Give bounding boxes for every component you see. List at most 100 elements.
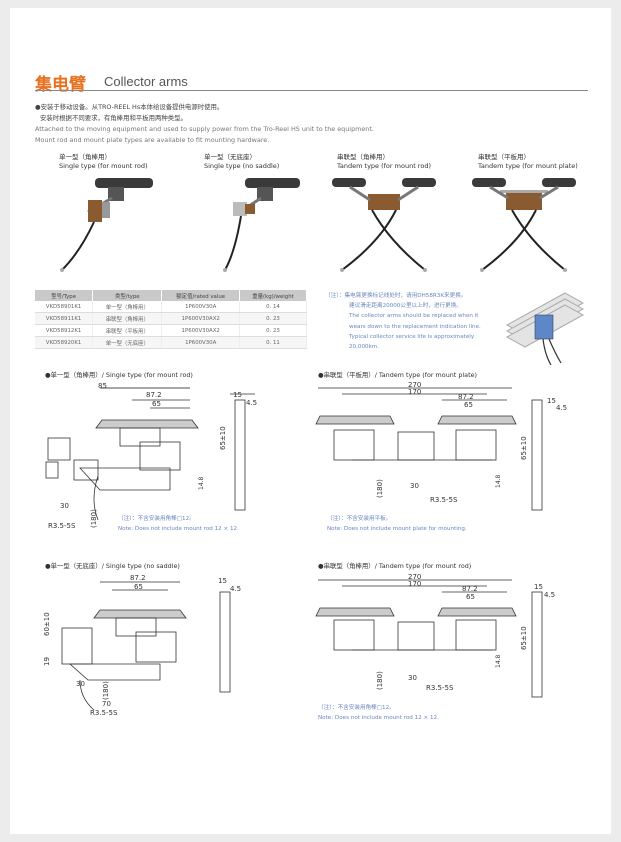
table-cell: 0. 14 <box>239 301 308 313</box>
dim-65: 65 <box>464 401 473 409</box>
table-cell: 1P600V30A <box>161 301 240 313</box>
dim-87-2: 87.2 <box>130 574 146 582</box>
table-cell: VKD58920K1 <box>35 336 94 349</box>
dim-65-10: 65±10 <box>219 426 227 450</box>
table-row: VKD58901K1 单一型（角棒用） 1P600V30A 0. 14 <box>35 301 308 313</box>
drawing-tandem-plate: 270 170 87.2 65 15 4.5 65±10 14.8 30 (18… <box>315 381 567 511</box>
note-zh: （注）：不含安装用角棒□12。 <box>318 705 395 711</box>
table-cell: VKD58901K1 <box>35 301 94 313</box>
caption-zh: 串联型（平板用） <box>478 153 530 161</box>
product-photo-single-rod <box>60 178 153 272</box>
dim-4-5: 4.5 <box>246 399 257 407</box>
drawing-single-rod: 85 87.2 65 15 4.5 65±10 14.8 30 (180) R3… <box>45 382 257 530</box>
dim-60-10: 60±10 <box>43 612 51 636</box>
dim-14-8: 14.8 <box>495 654 502 668</box>
col-header: 类型/type <box>92 290 163 301</box>
drawing-title-3: ●单一型（无底座）/ Single type (no saddle) <box>45 562 180 570</box>
dim-180: (180) <box>376 479 384 498</box>
drawing-note-2: （注）：不含安装用平板。 Note: Does not include moun… <box>327 514 467 534</box>
intro-text: ●安装于移动设备。从TRO-REEL Hs本体给设备提供电源时使用。 安装时根据… <box>35 102 585 146</box>
table-cell: 1P600V30AX2 <box>161 312 240 325</box>
note-zh: （注）：不含安装用平板。 <box>327 516 392 522</box>
dim-65: 65 <box>134 583 143 591</box>
dim-170: 170 <box>408 580 421 588</box>
dim-65-10: 65±10 <box>520 626 528 650</box>
dim-r3-5: R3.5-5S <box>48 522 76 530</box>
dim-65: 65 <box>466 593 475 601</box>
intro-line-2: 安装时根据不同要求，有角棒用和平板用两种类型。 <box>40 114 187 122</box>
product-photo-single-nosaddle <box>223 178 300 272</box>
dim-270: 270 <box>408 573 421 581</box>
dim-180: (180) <box>90 509 98 528</box>
table-header-row: 型号/Type 类型/type 额定值/rated value 重量(kg)/w… <box>35 290 308 301</box>
product-caption-1: 单一型（角棒用） Single type (for mount rod) <box>59 153 148 171</box>
dim-14-8: 14.8 <box>495 474 502 488</box>
dim-87-2: 87.2 <box>458 393 474 401</box>
dim-170: 170 <box>408 388 421 396</box>
drawing-title-4: ●串联型（角棒用）/ Tandem type (for mount rod) <box>318 562 472 570</box>
table-cell: 串联型（平板用） <box>92 324 163 337</box>
title-chinese: 集电臂 <box>35 75 86 95</box>
dim-270: 270 <box>408 381 421 389</box>
drawing-title-1: ●单一型（角棒用）/ Single type (for mount rod) <box>45 371 193 379</box>
table-cell: VKD58912K1 <box>35 324 94 337</box>
dim-15: 15 <box>534 583 543 591</box>
wear-note-en2: wears down to the replacement indication… <box>349 323 481 330</box>
col-header: 型号/Type <box>35 290 94 301</box>
col-header: 额定值/rated value <box>161 290 240 301</box>
product-photo-tandem-plate <box>472 178 576 272</box>
dim-r3-5: R3.5-5S <box>426 684 454 692</box>
note-zh: （注）：不含安装用角棒□12。 <box>118 516 195 522</box>
table-cell: 0. 23 <box>239 324 308 337</box>
dim-30: 30 <box>410 482 419 490</box>
table-cell: 1P600V30AX2 <box>161 324 240 337</box>
caption-en: Tandem type (for mount plate) <box>478 162 578 170</box>
dim-87-2: 87.2 <box>146 391 162 399</box>
wear-note-zh1: （注）：集电臂更换标记线处时，请用DH58R3K来更换。 <box>325 293 467 299</box>
dim-15: 15 <box>218 577 227 585</box>
table-cell: 0. 11 <box>239 336 308 349</box>
dim-15: 15 <box>547 397 556 405</box>
dim-65: 65 <box>152 400 161 408</box>
wear-note-en4: 20,000km. <box>349 344 380 351</box>
dim-87-2: 87.2 <box>462 585 478 593</box>
intro-line-4: Mount rod and mount plate types are avai… <box>35 136 270 144</box>
table-cell: 串联型（角棒用） <box>92 312 163 325</box>
table-cell: 单一型（无底座） <box>92 336 163 349</box>
wear-note-zh2: 建议滑走距离20000公里以上时，进行更换。 <box>349 303 462 310</box>
product-caption-2: 单一型（无底座） Single type (no saddle) <box>204 153 279 171</box>
drawing-tandem-rod: 270 170 87.2 65 15 4.5 65±10 14.8 30 (18… <box>315 573 555 698</box>
wear-note-en3: Typical collector service life is approx… <box>349 333 475 340</box>
caption-zh: 串联型（角棒用） <box>337 153 389 161</box>
dim-r3-5: R3.5-5S <box>430 496 458 504</box>
dim-65-10: 65±10 <box>520 436 528 460</box>
dim-r3-5: R3.5-5S <box>90 709 118 717</box>
dim-180: (180) <box>102 681 110 700</box>
dim-30: 30 <box>60 502 69 510</box>
dim-19: 19 <box>43 657 51 666</box>
table-row: VKD58911K1 串联型（角棒用） 1P600V30AX2 0. 23 <box>35 312 308 325</box>
dim-14-8: 14.8 <box>198 476 205 490</box>
wear-note-en1: The collector arms should be replaced wh… <box>349 313 479 320</box>
dim-4-5: 4.5 <box>544 591 555 599</box>
drawing-note-4: （注）：不含安装用角棒□12。 Note: Does not include m… <box>318 703 439 723</box>
table-row: VKD58912K1 串联型（平板用） 1P600V30AX2 0. 23 <box>35 324 308 337</box>
wear-note: （注）：集电臂更换标记线处时，请用DH58R3K来更换。 建议滑走距离20000… <box>325 291 500 352</box>
spec-table: 型号/Type 类型/type 额定值/rated value 重量(kg)/w… <box>35 290 308 349</box>
installation-illustration <box>505 292 585 366</box>
product-caption-4: 串联型（平板用） Tandem type (for mount plate) <box>478 153 578 171</box>
caption-zh: 单一型（角棒用） <box>59 153 111 161</box>
dim-4-5: 4.5 <box>556 404 567 412</box>
title-english: Collector arms <box>104 74 188 89</box>
table-row: VKD58920K1 单一型（无底座） 1P600V30A 0. 11 <box>35 336 308 349</box>
product-caption-3: 串联型（角棒用） Tandem type (for mount rod) <box>337 153 431 171</box>
note-en: Note: Does not include mount rod 12 × 12… <box>318 715 439 722</box>
note-en: Note: Does not include mount plate for m… <box>327 526 467 533</box>
table-cell: 单一型（角棒用） <box>92 301 163 313</box>
dim-70: 70 <box>102 700 111 708</box>
col-header: 重量(kg)/weight <box>239 290 308 301</box>
intro-line-3: Attached to the moving equipment and use… <box>35 125 374 133</box>
drawing-note-1: （注）：不含安装用角棒□12。 Note: Does not include m… <box>118 514 239 534</box>
dim-4-5: 4.5 <box>230 585 241 593</box>
caption-zh: 单一型（无底座） <box>204 153 256 161</box>
